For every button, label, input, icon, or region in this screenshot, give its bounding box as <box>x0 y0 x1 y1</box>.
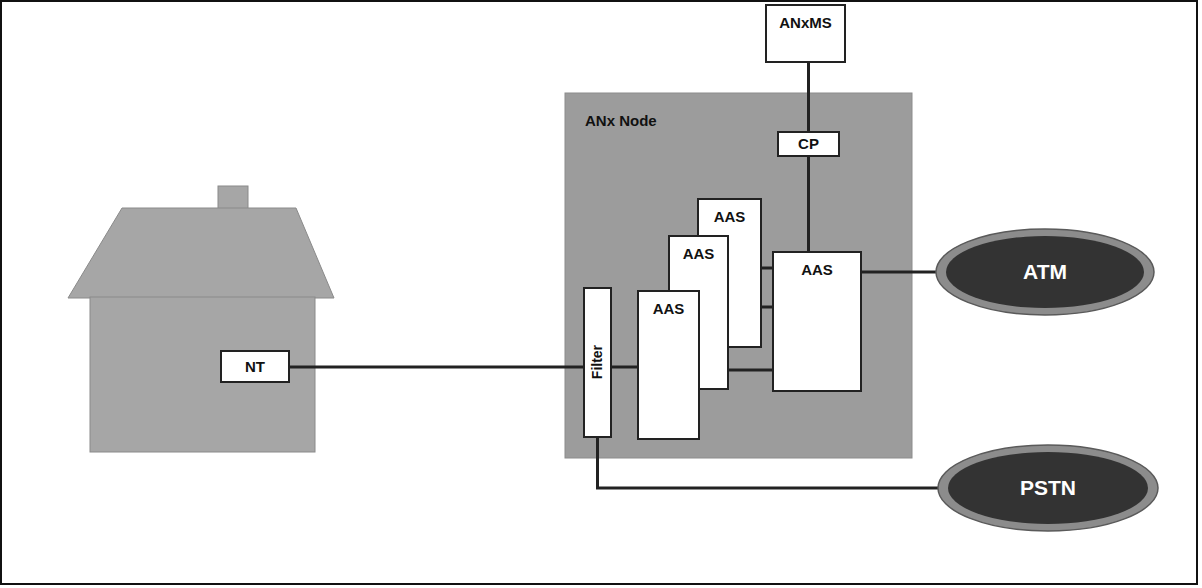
network-ellipse: PSTN <box>937 444 1159 532</box>
filter-box: Filter <box>583 287 612 438</box>
card-box: AAS <box>637 290 700 440</box>
connector-line <box>807 63 810 131</box>
node-label: AAS <box>801 261 833 278</box>
node-label: AAS <box>683 245 715 262</box>
card-box: AAS <box>772 251 862 392</box>
node-label: AAS <box>653 300 685 317</box>
node-label: ANx Node <box>585 112 657 129</box>
connector-line <box>290 366 583 369</box>
house-illustration <box>68 186 334 452</box>
node-label: NT <box>245 358 265 375</box>
network-ellipse: ATM <box>935 228 1155 316</box>
connector-line <box>762 267 772 270</box>
node-label: ANxMS <box>779 14 832 31</box>
node-label: AAS <box>714 208 746 225</box>
terminal-box: NT <box>220 350 290 383</box>
connector-line <box>807 157 810 251</box>
processor-box: CP <box>777 131 840 157</box>
node-label: CP <box>798 135 819 152</box>
node-label: PSTN <box>1020 476 1076 500</box>
node-label: ATM <box>1023 260 1067 284</box>
connector-line <box>862 271 936 274</box>
connector-line <box>598 438 939 488</box>
connector-line <box>612 366 637 369</box>
node-region-fill <box>565 93 912 458</box>
node-label: Filter <box>589 345 605 379</box>
node-region: ANx NodeCP AAS AAS AAS AAS Filter <box>565 93 912 458</box>
management-box: ANxMS <box>765 4 846 63</box>
